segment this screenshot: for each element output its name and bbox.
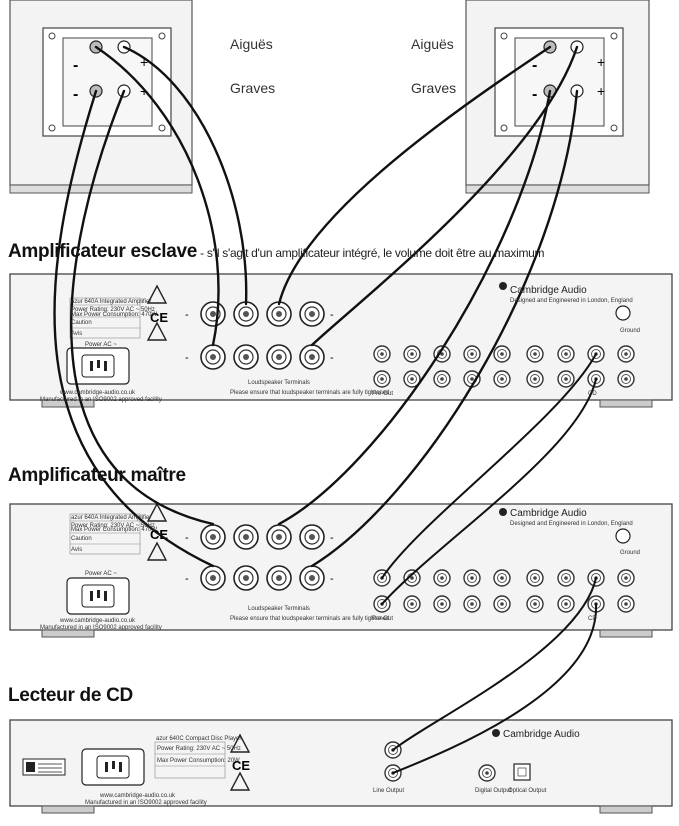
master-caution: Caution bbox=[71, 536, 92, 542]
slave-cd-label: CD bbox=[588, 391, 597, 397]
slave-amplifier-panel: CE - - - - bbox=[9, 273, 673, 408]
slave-brand-sub: Designed and Engineered in London, Engla… bbox=[510, 298, 633, 304]
left-speaker-bass-label: Graves bbox=[230, 80, 276, 96]
cable-slave-input-right bbox=[381, 378, 597, 605]
slave-title-text: Amplificateur esclave bbox=[8, 241, 198, 262]
slave-power-ac: Power AC ~ bbox=[85, 342, 117, 348]
terminal-minus: - bbox=[73, 57, 78, 74]
master-power-rating: Power Rating: 230V AC ~ 50Hz bbox=[71, 523, 155, 529]
svg-text:-: - bbox=[330, 573, 334, 585]
cd-brand: Cambridge Audio bbox=[503, 729, 580, 740]
cd-power-rating: Power Rating: 230V AC ~ 50Hz bbox=[157, 746, 241, 752]
right-speaker-bass-label: Graves bbox=[411, 80, 457, 96]
cable-cd-right bbox=[392, 603, 598, 774]
svg-text:+: + bbox=[140, 54, 148, 70]
cable-slave-input-left bbox=[381, 353, 597, 579]
slave-section-title: Amplificateur esclave - s'il s'agit d'un… bbox=[8, 241, 545, 263]
svg-text:-: - bbox=[532, 86, 537, 103]
svg-text:-: - bbox=[532, 57, 537, 74]
master-terminals-title: Loudspeaker Terminals bbox=[248, 606, 310, 612]
slave-ground: Ground bbox=[620, 328, 640, 334]
cable-right-bass-neg bbox=[277, 89, 552, 526]
cable-right-bass-pos bbox=[310, 89, 579, 568]
master-amplifier-panel: CE - - - - bbox=[9, 503, 673, 638]
svg-text:-: - bbox=[73, 86, 78, 103]
master-cd-label: CD bbox=[588, 616, 597, 622]
slave-power-rating: Power Rating: 230V AC ~ 50Hz bbox=[71, 307, 155, 313]
svg-text:-: - bbox=[330, 352, 334, 364]
master-pre-out: Pre-Out bbox=[372, 616, 393, 622]
master-max-power: Max Power Consumption: 470W bbox=[71, 527, 157, 533]
slave-avis: Avis bbox=[71, 331, 82, 337]
cable-left-bass-pos bbox=[70, 89, 215, 526]
slave-pre-out: Pre-Out bbox=[372, 391, 393, 397]
cd-manufactured: Manufactured in an ISO9002 approved faci… bbox=[85, 800, 207, 806]
svg-text:-: - bbox=[330, 532, 334, 544]
cable-left-bass-neg bbox=[53, 89, 215, 568]
master-section-title: Amplificateur maître bbox=[8, 465, 186, 486]
cd-section-title: Lecteur de CD bbox=[8, 685, 133, 706]
cd-digital-output: Digital Output bbox=[475, 788, 512, 794]
left-speaker-treble-label: Aiguës bbox=[230, 36, 273, 52]
cd-optical-output: Optical Output bbox=[508, 788, 547, 794]
master-ground: Ground bbox=[620, 550, 640, 556]
right-speaker-treble-label: Aiguës bbox=[411, 36, 454, 52]
cd-model: azur 640C Compact Disc Player bbox=[156, 736, 241, 742]
master-model: azur 640A Integrated Amplifier bbox=[71, 515, 151, 521]
slave-brand: Cambridge Audio bbox=[510, 285, 587, 296]
slave-manufactured: Manufactured in an ISO9002 approved faci… bbox=[40, 397, 162, 403]
cd-player-panel: CE bbox=[9, 719, 673, 814]
left-speaker: - - + + bbox=[9, 0, 193, 194]
master-important-text: Please ensure that loudspeaker terminals… bbox=[230, 616, 389, 622]
master-power-ac: Power AC ~ bbox=[85, 571, 117, 577]
slave-model: azur 640A Integrated Amplifier bbox=[71, 299, 151, 305]
svg-text:-: - bbox=[185, 309, 189, 321]
cd-website: www.cambridge-audio.co.uk bbox=[99, 793, 176, 799]
master-brand: Cambridge Audio bbox=[510, 508, 587, 519]
svg-text:-: - bbox=[185, 532, 189, 544]
svg-text:+: + bbox=[597, 54, 605, 70]
master-website: www.cambridge-audio.co.uk bbox=[59, 618, 136, 624]
slave-terminals-title: Loudspeaker Terminals bbox=[248, 380, 310, 386]
cd-max-power: Max Power Consumption: 20W bbox=[157, 758, 240, 764]
cable-right-treble-neg bbox=[277, 45, 552, 306]
slave-website: www.cambridge-audio.co.uk bbox=[59, 390, 136, 396]
svg-text:CE: CE bbox=[232, 758, 250, 773]
master-brand-sub: Designed and Engineered in London, Engla… bbox=[510, 521, 633, 527]
cd-line-output: Line Output bbox=[373, 788, 404, 794]
cable-right-treble-pos bbox=[310, 45, 579, 347]
master-avis: Avis bbox=[71, 547, 82, 553]
slave-max-power: Max Power Consumption: 470W bbox=[71, 312, 157, 318]
master-manufactured: Manufactured in an ISO9002 approved faci… bbox=[40, 625, 162, 631]
svg-text:-: - bbox=[185, 352, 189, 364]
cable-left-treble-pos bbox=[122, 45, 248, 306]
svg-text:CE: CE bbox=[150, 310, 168, 325]
slave-note-text: - s'il s'agit d'un amplificateur intégré… bbox=[197, 246, 545, 260]
cables bbox=[53, 45, 598, 774]
slave-caution: Caution bbox=[71, 320, 92, 326]
slave-important-text: Please ensure that loudspeaker terminals… bbox=[230, 390, 389, 396]
svg-text:-: - bbox=[330, 309, 334, 321]
cable-left-treble-neg bbox=[94, 45, 220, 347]
svg-text:+: + bbox=[597, 83, 605, 99]
svg-text:-: - bbox=[185, 573, 189, 585]
cable-cd-left bbox=[392, 577, 597, 751]
right-speaker: - - + + bbox=[465, 0, 650, 194]
